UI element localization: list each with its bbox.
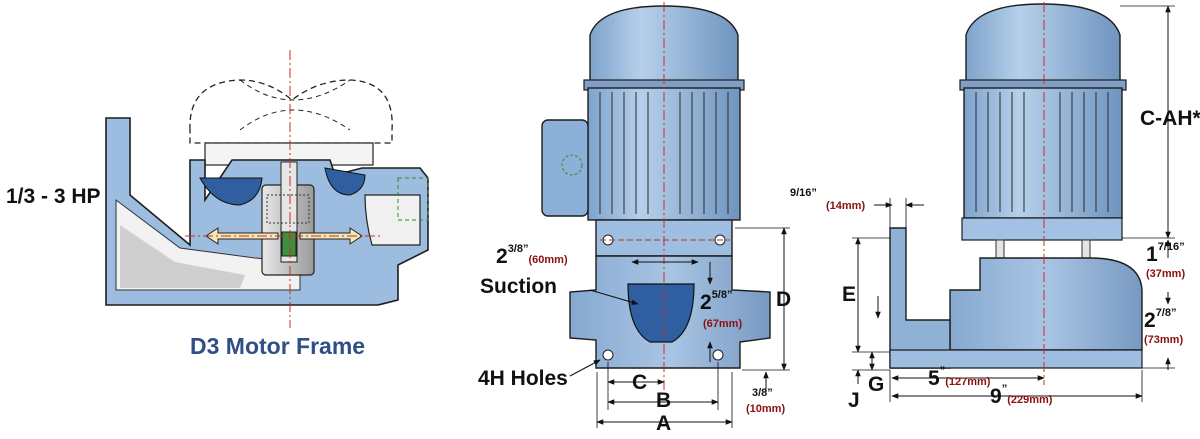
letter-d: D <box>776 288 792 311</box>
side-motor-flange <box>961 217 1123 241</box>
letter-b: B <box>656 389 672 412</box>
front-hole-br <box>712 349 724 361</box>
cutaway-view <box>105 50 429 328</box>
impeller-chamber-right <box>324 167 366 196</box>
holes-label: 4H Holes <box>478 367 568 390</box>
dim-flange-mm: (14mm) <box>826 200 866 212</box>
seal-spring <box>266 194 310 224</box>
front-hole-bl <box>602 349 614 361</box>
motor-cross-dashed <box>239 79 351 131</box>
dim-suction-height-mm: (67mm) <box>703 318 743 330</box>
dim-outlet-mm: (73mm) <box>1144 334 1184 346</box>
dim-suction-height-label: 25/8” <box>700 289 733 314</box>
front-motor-fins <box>599 92 729 214</box>
leader-suction <box>589 289 639 305</box>
leader-holes <box>569 359 601 377</box>
dim-suction-width-label: 23/8”(60mm) <box>496 243 568 268</box>
outlet-port <box>364 194 421 246</box>
dim-outlet-label: 27/8” <box>1144 307 1177 332</box>
front-suction-inlet <box>627 283 695 343</box>
dim-top-gap-mm: (37mm) <box>1146 268 1186 280</box>
c-ah-label: C-AH* <box>1140 107 1200 130</box>
letter-a: A <box>656 412 672 435</box>
front-conduit-hole <box>561 154 583 176</box>
letter-c: C <box>632 371 648 394</box>
dim-nine-label: 9”(229mm) <box>990 383 1053 408</box>
dim-top-gap-label: 17/16” <box>1146 241 1185 266</box>
letter-g: G <box>868 373 885 396</box>
front-view <box>541 2 790 428</box>
hp-label: 1/3 - 3 HP <box>6 185 101 208</box>
outlet-dashed <box>397 177 429 221</box>
side-view <box>852 2 1175 402</box>
suction-label: Suction <box>480 275 557 298</box>
impeller-chamber <box>199 177 263 206</box>
letter-e: E <box>842 283 857 306</box>
dim-bottom-mm: (10mm) <box>746 403 786 415</box>
dim-flange-label: 9/16” <box>790 187 817 199</box>
motor-outline-dashed <box>189 79 393 144</box>
side-mounting-bracket <box>889 227 951 369</box>
dim-five-label: 5”(127mm) <box>928 365 991 390</box>
inner-shading <box>120 225 245 288</box>
front-terminal-box <box>541 119 589 217</box>
rotor-green <box>281 231 297 257</box>
side-volute <box>949 257 1143 351</box>
side-base-plate <box>889 349 1143 369</box>
letter-j: J <box>848 389 860 412</box>
frame-title: D3 Motor Frame <box>190 333 366 359</box>
side-motor-fins <box>975 92 1109 212</box>
dim-bottom-label: 3/8” <box>752 387 773 399</box>
side-motor-dome <box>965 3 1121 85</box>
